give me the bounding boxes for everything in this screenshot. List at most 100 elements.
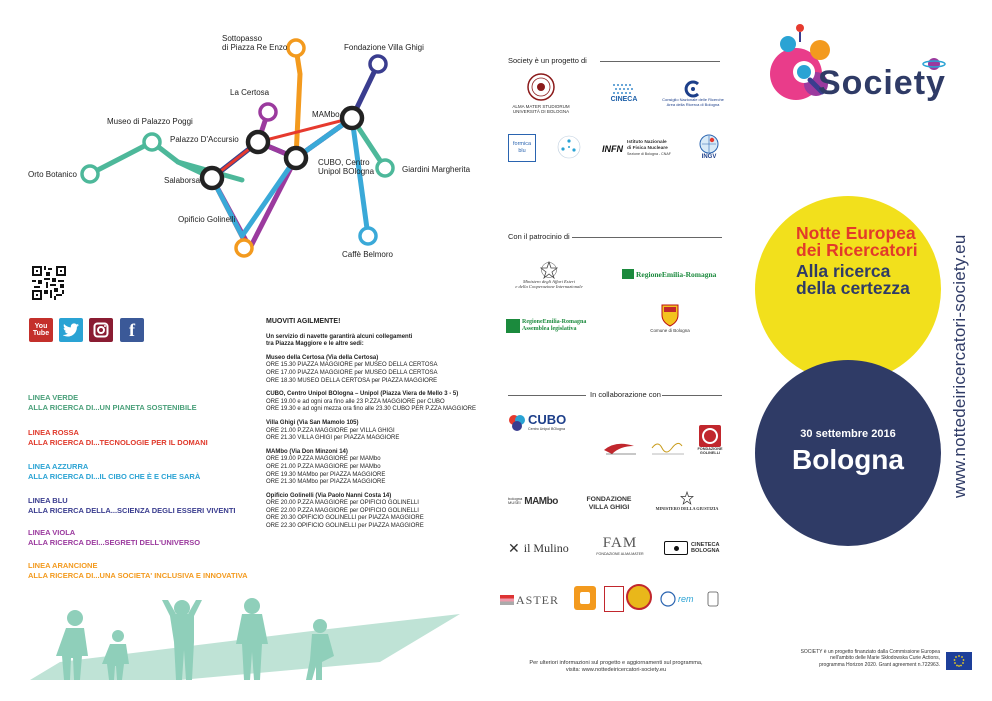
map-label-sottopasso: Sottopasso di Piazza Re Enzo	[222, 34, 288, 52]
signature-logo	[651, 442, 684, 455]
schedule-row: ORE 21.30 VILLA GHIGI per PIAZZA MAGGIOR…	[266, 435, 400, 442]
cube-icon	[509, 415, 525, 431]
bird-logo	[604, 443, 636, 455]
logos-icon: rem	[660, 591, 719, 607]
schedule-row: ORE 19.30 MAMbo per PIAZZA MAGGIORE	[266, 471, 386, 478]
fam-logo: FAM FONDAZIONE ALMA MATER	[596, 535, 644, 557]
info-text: Per ulteriori informazioni sul progetto …	[529, 660, 703, 673]
unibo-logo: ALMA MATER STUDIORUM UNIVERSITÀ DI BOLOG…	[508, 68, 574, 118]
project-by-title: Society è un progetto di	[508, 56, 587, 65]
hub-accursio	[245, 129, 271, 155]
society-brand-icon	[770, 24, 946, 100]
collaboration-title: In collaborazione con	[590, 390, 661, 399]
dots-icon	[557, 135, 581, 159]
facebook-icon[interactable]: f	[120, 318, 144, 342]
ingv-logo: INGV	[694, 124, 724, 170]
map-label-cubo: CUBO, Centro Unipol BOlogna	[318, 158, 375, 176]
event-tagline: Alla ricerca della certezza	[796, 261, 910, 298]
giustizia-logo: MINISTERO DELLA GIUSTIZIA	[650, 484, 724, 518]
schedule-row: ORE 20.30 OPIFICIO GOLINELLI per PIAZZA …	[266, 515, 424, 522]
event-city: Bologna	[792, 444, 904, 475]
schedule-row: ORE 19.00 P.ZZA MAGGIORE per MAMbo	[266, 456, 381, 463]
navy-circle	[755, 360, 941, 546]
line-description: ALLA RICERCA DELLA...SCIENZA DEGLI ESSER…	[28, 506, 236, 515]
map-label-salaborsa: Salaborsa	[164, 176, 201, 185]
hub-salaborsa	[199, 165, 225, 191]
mambo-logo: bologna MUSEI MAMbo	[508, 495, 558, 507]
hub-mambo	[339, 105, 365, 131]
line-description: ALLA RICERCA DI...UN PIANETA SOSTENIBILE	[28, 403, 197, 412]
qr-code	[32, 266, 66, 300]
cnr-logo: Consiglio Nazionale delle Ricerche Area …	[662, 74, 724, 114]
regione-er-assemblea-logo: RegioneEmilia-Romagna Assemblea legislat…	[506, 314, 592, 338]
event-date: 30 settembre 2016	[800, 428, 896, 440]
line-name: LINEA VIOLA	[28, 528, 76, 537]
instagram-icon[interactable]	[89, 318, 113, 342]
emblem-icon	[540, 260, 558, 279]
map-label-golinelli: Opificio Golinelli	[178, 215, 236, 224]
aster-logo: ASTER	[500, 590, 562, 610]
website-url[interactable]: www.nottedeiricercatori-society.eu	[950, 234, 969, 498]
shuttle-schedule: MUOVITI AGILMENTE! Un servizio di navett…	[266, 318, 476, 537]
brand-name: Society	[818, 64, 946, 102]
seal-icon	[527, 73, 555, 101]
schedule-section-title: Villa Ghigi (Via San Mamolo 105)	[266, 419, 359, 426]
map-label-mambo: MAMbo	[312, 110, 340, 119]
schedule-row: ORE 22.30 OPIFICIO GOLINELLI per PIAZZA …	[266, 523, 424, 530]
schedule-section: MAMbo (Via Don Minzoni 14)ORE 19.00 P.ZZ…	[266, 449, 476, 487]
youtube-icon[interactable]: You Tube	[29, 318, 53, 342]
line-description: ALLA RICERCA DEI...SEGRETI DELL'UNIVERSO	[28, 538, 201, 547]
camera-icon	[93, 322, 109, 338]
cineca-logo: CINECA	[606, 78, 642, 108]
emblem-icon	[680, 490, 694, 505]
schedule-section: CUBO, Centro Unipol BOlogna – Unipol (Pi…	[266, 391, 476, 414]
line-description: ALLA RICERCA DI...UNA SOCIETA' INCLUSIVA…	[28, 571, 248, 580]
schedule-row: ORE 19.00 e ad ogni ora fino alle 23 P.Z…	[266, 398, 445, 405]
map-label-poggi: Museo di Palazzo Poggi	[107, 117, 193, 126]
society-logo: Society	[758, 14, 978, 124]
line-name: LINEA ROSSA	[28, 428, 79, 437]
map-label-orto: Orto Botanico	[28, 170, 77, 179]
twitter-icon[interactable]	[59, 318, 83, 342]
schedule-row: ORE 22.00 P.ZZA MAGGIORE per OPIFICIO GO…	[266, 507, 419, 514]
windmill-icon: ✕	[508, 539, 520, 556]
shield-icon	[661, 304, 679, 327]
poster-logo	[604, 586, 624, 612]
station-poggi	[142, 132, 162, 152]
divider	[572, 237, 722, 238]
mulino-logo: ✕ il Mulino	[508, 539, 569, 556]
patronage-title: Con il patrocinio di	[508, 232, 570, 241]
station-golinelli	[234, 238, 254, 258]
divider	[600, 61, 720, 62]
schedule-intro: Un servizio di navette garantirà alcuni …	[266, 333, 413, 348]
schedule-row: ORE 18.30 MUSEO DELLA CERTOSA per PIAZZA…	[266, 377, 438, 384]
schedule-section: Opificio Golinelli (Via Paolo Nanni Cost…	[266, 493, 476, 531]
formica-blu-logo: formica blu	[508, 134, 536, 162]
schedule-section-title: Museo della Certosa (Via della Certosa)	[266, 354, 379, 361]
comune-bologna-logo: Comune di Bologna	[648, 296, 692, 340]
small-logos-group: rem	[660, 588, 724, 610]
line-name: LINEA AZZURRA	[28, 462, 89, 471]
golinelli-logo: FONDAZIONE GOLINELLI	[696, 420, 724, 460]
cubo-logo: CUBO Centro Unipol BOlogna	[508, 406, 572, 440]
regione-er-logo: RegioneEmilia-Romagna	[622, 266, 722, 282]
map-label-villa-ghigi: Fondazione Villa Ghigi	[344, 43, 424, 52]
schedule-section: Villa Ghigi (Via San Mamolo 105)ORE 21.0…	[266, 420, 476, 443]
yellow-circle	[755, 196, 941, 382]
eu-flag-icon	[946, 652, 972, 670]
line-name: LINEA BLU	[28, 496, 68, 505]
people-illustration	[30, 598, 460, 680]
schedule-row: ORE 21.30 MAMbo per PIAZZA MAGGIORE	[266, 479, 386, 486]
round-badge-logo	[626, 584, 652, 610]
schedule-row: ORE 17.00 PIAZZA MAGGIORE per MUSEO DELL…	[266, 369, 438, 376]
station-sottopasso	[286, 38, 306, 58]
schedule-section: Museo della Certosa (Via della Certosa) O…	[266, 355, 476, 385]
station-margherita	[375, 158, 395, 178]
map-label-certosa: La Certosa	[230, 88, 270, 97]
cnr-icon	[684, 80, 700, 98]
